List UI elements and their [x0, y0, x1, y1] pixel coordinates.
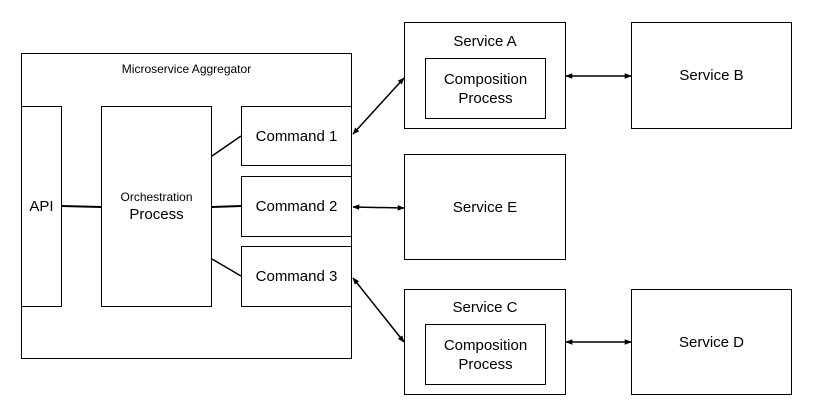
orchestration-process-box: Orchestration Process	[101, 106, 212, 307]
service-e-box: Service E	[404, 154, 566, 260]
command3-service-c-arrow	[352, 277, 405, 343]
command-1-box: Command 1	[241, 106, 352, 166]
service-a-composition-line2: Process	[458, 89, 513, 107]
service-e-label: Service E	[452, 198, 518, 216]
command-3-box: Command 3	[241, 246, 352, 307]
service-a-composition-box: Composition Process	[425, 58, 546, 119]
command-3-label: Command 3	[255, 268, 338, 285]
api-box: API	[21, 106, 62, 307]
service-a-composition-line1: Composition	[443, 70, 528, 88]
service-b-box: Service B	[631, 22, 792, 129]
command-2-box: Command 2	[241, 176, 352, 237]
api-label: API	[29, 198, 54, 215]
command2-service-e-arrow	[352, 204, 405, 211]
orchestration-label-line1: Orchestration	[120, 189, 193, 204]
service-d-label: Service D	[678, 333, 745, 351]
aggregator-title: Microservice Aggregator	[121, 62, 252, 76]
service-c-composition-box: Composition Process	[425, 324, 546, 385]
service-b-label: Service B	[679, 67, 744, 84]
service-c-composition-line2: Process	[458, 355, 513, 373]
service-d-box: Service D	[631, 289, 792, 395]
command-2-label: Command 2	[255, 198, 338, 215]
service-a-title: Service A	[453, 33, 517, 50]
orchestration-label-line2: Process	[129, 205, 184, 223]
service-c-title: Service C	[452, 299, 518, 316]
command1-service-a-arrow	[352, 77, 405, 135]
service-c-composition-line1: Composition	[443, 336, 528, 354]
command-1-label: Command 1	[255, 127, 338, 145]
